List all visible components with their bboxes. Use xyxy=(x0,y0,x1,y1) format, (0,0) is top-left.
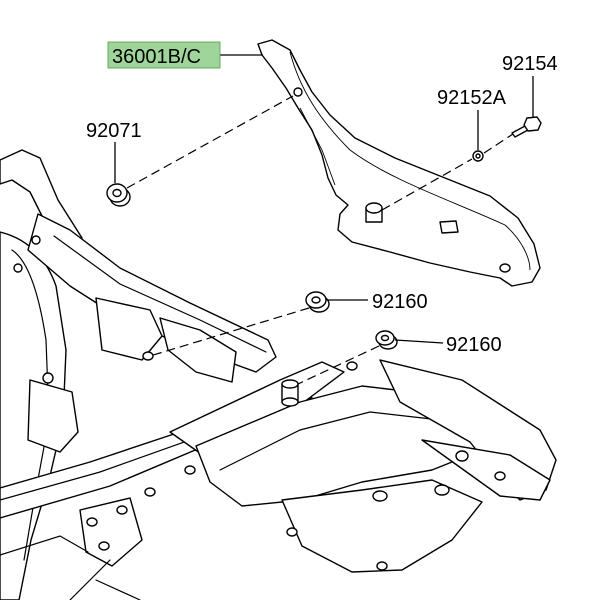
assembly-line-boss-to-washer xyxy=(381,158,473,211)
frame-bolt xyxy=(494,471,506,481)
callout-92160-lower[interactable]: 92160 xyxy=(446,334,502,356)
washer-92152a xyxy=(472,150,484,162)
callout-92152a[interactable]: 92152A xyxy=(437,87,507,109)
frame-bolt xyxy=(372,490,388,502)
lower-left-tube xyxy=(0,535,141,600)
side-cover-panel xyxy=(257,39,541,287)
frame-bolt xyxy=(144,487,156,497)
lower-left-bracket xyxy=(79,497,143,567)
frame-bolt xyxy=(346,361,358,371)
frame-bolt xyxy=(116,505,128,515)
side-cover-grommet-hole xyxy=(293,87,303,97)
side-cover-edge-line xyxy=(299,107,336,186)
frame-bolt xyxy=(455,450,469,462)
assembly-line-grommet-to-cover xyxy=(126,95,294,189)
side-cover-crease xyxy=(289,51,531,271)
grommet-92160-lower xyxy=(375,330,398,350)
frame-bolt xyxy=(13,263,23,273)
frame-rail-bracket xyxy=(95,297,163,361)
assembly-line-washer-to-bolt xyxy=(483,133,514,154)
grommet-92160-upper xyxy=(305,291,330,313)
frame-main-rail xyxy=(27,213,277,373)
frame-bolt xyxy=(31,235,41,245)
leader-line-92160-lower xyxy=(394,339,444,344)
callout-92160-upper[interactable]: 92160 xyxy=(372,291,428,313)
frame-bolt xyxy=(434,484,450,496)
side-cover-body xyxy=(257,39,541,287)
assembly-line-lower-grommet xyxy=(297,345,380,385)
frame-bolt xyxy=(142,351,154,361)
side-cover-tab xyxy=(439,220,459,234)
callout-36001bc[interactable]: 36001B/C xyxy=(112,46,201,68)
side-cover-rear-bolt xyxy=(499,263,511,273)
callout-highlight xyxy=(107,41,221,69)
callout-92154[interactable]: 92154 xyxy=(502,53,558,75)
frame-bolt xyxy=(376,561,388,571)
mounting-stud xyxy=(281,379,299,407)
bolt-92154 xyxy=(511,116,542,138)
frame-bolt xyxy=(286,527,298,537)
frame-assembly xyxy=(0,149,557,600)
rear-bottom-plate xyxy=(281,479,483,573)
grommet-92071 xyxy=(106,183,131,207)
callout-92071[interactable]: 92071 xyxy=(86,120,142,142)
frame-bolt xyxy=(42,372,54,384)
frame-main-rail-contour xyxy=(53,235,267,353)
frame-left-column-contour xyxy=(11,249,50,561)
rear-fender-mount xyxy=(421,439,551,501)
frame-bolt xyxy=(86,517,98,527)
frame-bolt xyxy=(98,541,110,551)
frame-left-lower-bracket xyxy=(27,379,79,453)
side-cover-boss xyxy=(365,202,383,223)
frame-bolt xyxy=(184,465,196,475)
